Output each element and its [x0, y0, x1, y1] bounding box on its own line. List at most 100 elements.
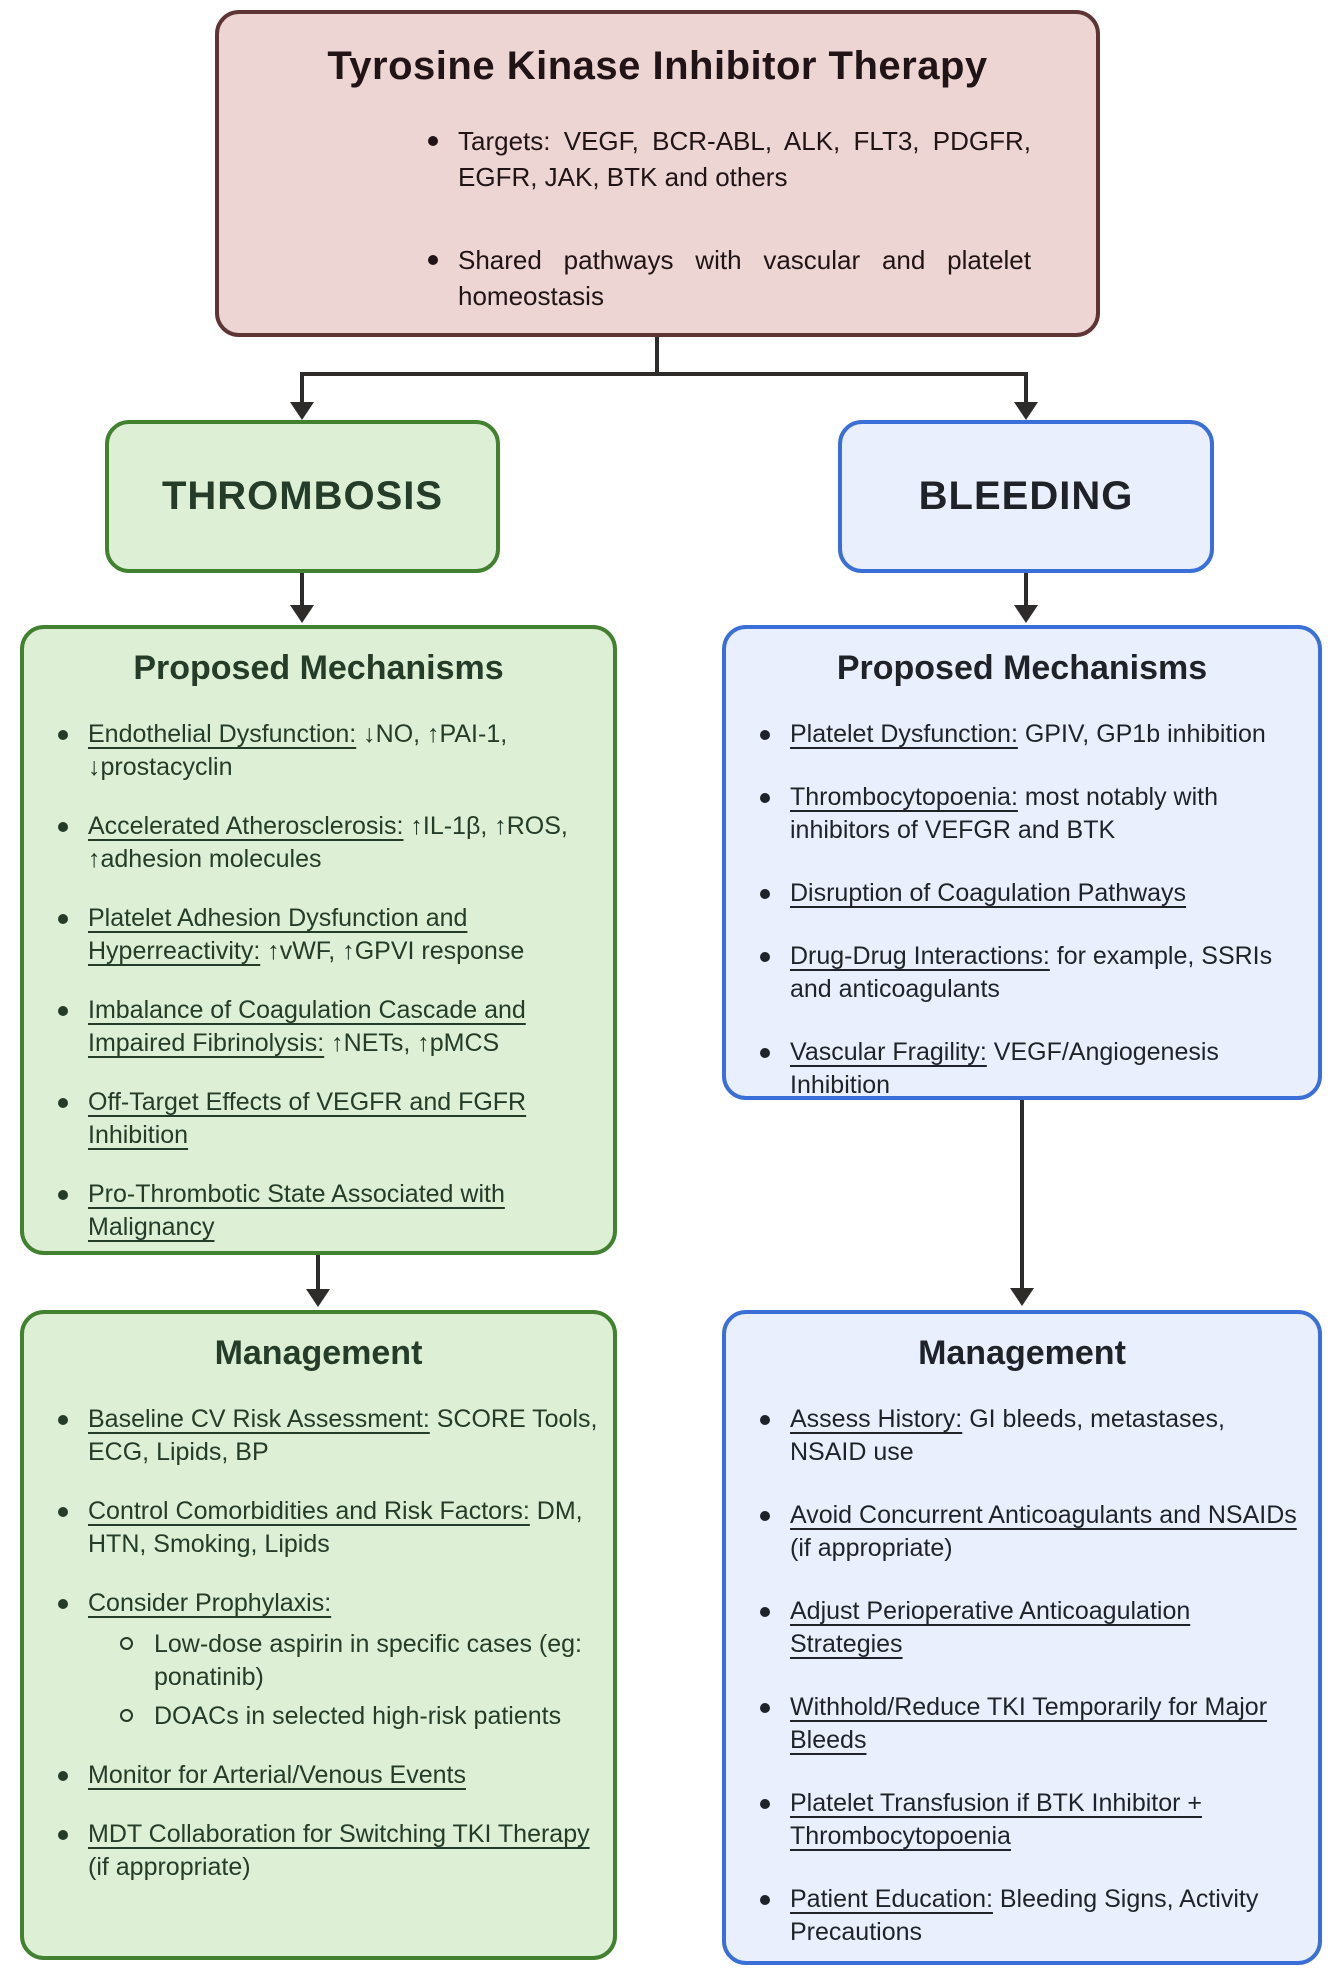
bleeding-mechanisms-box: Proposed Mechanisms Platelet Dysfunction… [722, 625, 1322, 1100]
arrowhead-to-bleeding [1014, 402, 1038, 420]
bullet-lead: Assess History: [790, 1405, 963, 1433]
list-item: Adjust Perioperative Anticoagulation Str… [752, 1595, 1304, 1661]
arrowhead-bleeding-mechanisms [1014, 605, 1038, 623]
bullet-rest: (if appropriate) [88, 1853, 251, 1881]
list-item: Vascular Fragility: VEGF/Angiogenesis In… [752, 1036, 1304, 1102]
tki-summary-list: Targets: VEGF, BCR-ABL, ALK, FLT3, PDGFR… [424, 123, 1031, 315]
bullet-lead: Pro-Thrombotic State Associated with Mal… [88, 1180, 505, 1241]
bullet-rest: GPIV, GP1b inhibition [1017, 720, 1266, 748]
bleeding-management-list: Assess History: GI bleeds, metastases, N… [726, 1403, 1318, 1949]
bullet-rest: VEGF/Angiogenesis Inhibition [790, 1038, 1219, 1099]
bullet-lead: Drug-Drug Interactions: [790, 942, 1050, 970]
list-item: Monitor for Arterial/Venous Events [50, 1759, 599, 1792]
section-title: Management [214, 1334, 423, 1372]
bullet-lead: Endothelial Dysfunction: [88, 720, 357, 748]
list-item: Platelet Dysfunction: GPIV, GP1b inhibit… [752, 718, 1304, 751]
thrombosis-management-list: Baseline CV Risk Assessment: SCORE Tools… [24, 1403, 613, 1884]
list-item: Withhold/Reduce TKI Temporarily for Majo… [752, 1691, 1304, 1757]
section-title: Proposed Mechanisms [133, 649, 504, 687]
connector-top-stem [655, 337, 659, 375]
bullet-lead: Thrombocytopoenia: [790, 783, 1018, 811]
list-item: Patient Education: Bleeding Signs, Activ… [752, 1883, 1304, 1949]
bleeding-mechanisms-list: Platelet Dysfunction: GPIV, GP1b inhibit… [726, 718, 1318, 1102]
bullet-rest: ↑NETs, ↑pMCS [324, 1029, 500, 1057]
section-title: Proposed Mechanisms [836, 649, 1208, 687]
list-item: Baseline CV Risk Assessment: SCORE Tools… [50, 1403, 599, 1469]
bullet-lead: Accelerated Atherosclerosis: [88, 812, 404, 840]
bleeding-management-box: Management Assess History: GI bleeds, me… [722, 1310, 1322, 1965]
arrowhead-bleeding-management [1010, 1288, 1034, 1306]
connector-bleeding-management [1020, 1100, 1024, 1290]
connector-branch-horizontal [300, 372, 1028, 376]
sub-bullet-text: Low-dose aspirin in specific cases (eg: … [154, 1630, 582, 1691]
arrowhead-thrombosis-mechanisms [290, 605, 314, 623]
list-item: Platelet Transfusion if BTK Inhibitor + … [752, 1787, 1304, 1853]
bullet-lead: Off-Target Effects of VEGFR and FGFR Inh… [88, 1088, 527, 1149]
list-item: Accelerated Atherosclerosis: ↑IL-1β, ↑RO… [50, 810, 599, 876]
list-item: Assess History: GI bleeds, metastases, N… [752, 1403, 1304, 1469]
bullet-rest: for example, SSRIs and anticoagulants [790, 942, 1273, 1003]
sub-bullet-text: DOACs in selected high-risk patients [154, 1702, 562, 1730]
thrombosis-management-box: Management Baseline CV Risk Assessment: … [20, 1310, 617, 1960]
list-item: MDT Collaboration for Switching TKI Ther… [50, 1818, 599, 1884]
bullet-lead: Platelet Transfusion if BTK Inhibitor + … [790, 1789, 1203, 1850]
list-item: Avoid Concurrent Anticoagulants and NSAI… [752, 1499, 1304, 1565]
connector-thrombosis-management [316, 1255, 320, 1291]
connector-left-drop [300, 372, 304, 404]
sub-list-item: DOACs in selected high-risk patients [114, 1700, 599, 1733]
bullet-lead: Consider Prophylaxis: [88, 1589, 332, 1617]
bullet-rest: DM, HTN, Smoking, Lipids [88, 1497, 583, 1558]
bullet-lead: Adjust Perioperative Anticoagulation Str… [790, 1597, 1191, 1658]
bullet-lead: Patient Education: [790, 1885, 993, 1913]
bullet-lead: Baseline CV Risk Assessment: [88, 1405, 430, 1433]
prophylaxis-sublist: Low-dose aspirin in specific cases (eg: … [114, 1628, 599, 1733]
list-item: Disruption of Coagulation Pathways [752, 877, 1304, 910]
thrombosis-mechanisms-list: Endothelial Dysfunction: ↓NO, ↑PAI-1, ↓p… [24, 718, 613, 1244]
page-title: Tyrosine Kinase Inhibitor Therapy [327, 44, 988, 88]
bullet-rest: ↑vWF, ↑GPVI response [260, 937, 525, 965]
bullet-lead: Avoid Concurrent Anticoagulants and NSAI… [790, 1501, 1297, 1529]
bullet-lead: Control Comorbidities and Risk Factors: [88, 1497, 530, 1525]
arrowhead-to-thrombosis [290, 402, 314, 420]
bullet-lead: Monitor for Arterial/Venous Events [88, 1761, 466, 1789]
connector-thrombosis-mechanisms [300, 573, 304, 607]
bleeding-header-box: BLEEDING [838, 420, 1214, 573]
bullet-rest: Bleeding Signs, Activity Precautions [790, 1885, 1259, 1946]
thrombosis-header-box: THROMBOSIS [105, 420, 500, 573]
list-item: Consider Prophylaxis: Low-dose aspirin i… [50, 1587, 599, 1733]
bullet-line: EGFR, JAK, BTK and others [458, 162, 788, 193]
bullet-rest: ↑IL-1β, ↑ROS, ↑adhesion molecules [88, 812, 568, 873]
bullet-rest: SCORE Tools, ECG, Lipids, BP [88, 1405, 598, 1466]
thrombosis-label: THROMBOSIS [161, 474, 444, 518]
tki-therapy-box: Tyrosine Kinase Inhibitor Therapy Target… [215, 10, 1100, 337]
list-item: Off-Target Effects of VEGFR and FGFR Inh… [50, 1086, 599, 1152]
list-item: Shared pathways with vascular and platel… [424, 242, 1031, 315]
connector-right-drop [1024, 372, 1028, 404]
list-item: Thrombocytopoenia: most notably with inh… [752, 781, 1304, 847]
arrowhead-thrombosis-management [306, 1289, 330, 1307]
list-item: Drug-Drug Interactions: for example, SSR… [752, 940, 1304, 1006]
bullet-lead: Platelet Adhesion Dysfunction and Hyperr… [88, 904, 468, 965]
bleeding-label: BLEEDING [918, 474, 1134, 518]
bullet-lead: Platelet Dysfunction: [790, 720, 1018, 748]
bullet-line: homeostasis [458, 281, 604, 312]
bullet-lead: Vascular Fragility: [790, 1038, 987, 1066]
bullet-line: Targets: VEGF, BCR-ABL, ALK, FLT3, PDGFR… [458, 126, 1031, 156]
bullet-lead: Imbalance of Coagulation Cascade and Imp… [88, 996, 526, 1057]
bullet-lead: Disruption of Coagulation Pathways [790, 879, 1187, 907]
bullet-rest: GI bleeds, metastases, NSAID use [790, 1405, 1225, 1466]
list-item: Platelet Adhesion Dysfunction and Hyperr… [50, 902, 599, 968]
list-item: Targets: VEGF, BCR-ABL, ALK, FLT3, PDGFR… [424, 123, 1031, 196]
bullet-lead: MDT Collaboration for Switching TKI Ther… [88, 1820, 590, 1848]
list-item: Imbalance of Coagulation Cascade and Imp… [50, 994, 599, 1060]
section-title: Management [918, 1334, 1126, 1372]
bullet-rest: ↓NO, ↑PAI-1, ↓prostacyclin [88, 720, 508, 781]
connector-bleeding-mechanisms [1024, 573, 1028, 607]
thrombosis-mechanisms-box: Proposed Mechanisms Endothelial Dysfunct… [20, 625, 617, 1255]
sub-list-item: Low-dose aspirin in specific cases (eg: … [114, 1628, 599, 1694]
list-item: Endothelial Dysfunction: ↓NO, ↑PAI-1, ↓p… [50, 718, 599, 784]
bullet-rest: (if appropriate) [790, 1534, 953, 1562]
bullet-lead: Withhold/Reduce TKI Temporarily for Majo… [790, 1693, 1268, 1754]
bullet-rest: most notably with inhibitors of VEFGR an… [790, 783, 1218, 844]
